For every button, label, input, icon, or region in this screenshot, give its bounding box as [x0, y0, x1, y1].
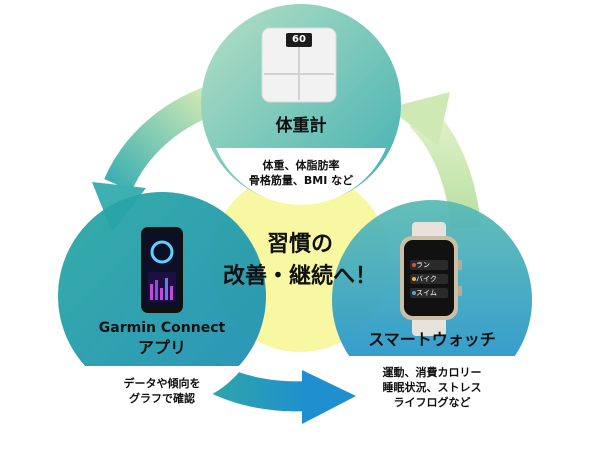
scale-device-image	[261, 27, 337, 103]
watch-desc-line2: 睡眠状況、ストレス	[382, 381, 482, 394]
scale-title: 体重計	[275, 116, 327, 136]
app-desc-line1: データや傾向を	[123, 377, 201, 390]
app-caption-panel	[80, 366, 244, 408]
watch-desc-line3: ライフログなど	[393, 396, 471, 409]
watch-menu-item-bike: バイク	[416, 275, 437, 283]
watch-desc-line1: 運動、消費カロリー	[382, 366, 482, 379]
scale-caption-panel	[216, 148, 386, 205]
scale-desc-line1: 体重、体脂肪率	[262, 159, 340, 172]
scale-display-value: 60	[292, 34, 306, 45]
center-text-line2: 改善・継続へ！	[222, 264, 377, 289]
app-title-line1: Garmin Connect	[98, 320, 226, 336]
scale-node	[201, 4, 401, 205]
scale-desc-line2: 骨格筋量、BMI など	[248, 174, 354, 187]
phone-image	[141, 227, 183, 313]
watch-caption-panel	[344, 356, 520, 409]
watch-title: スマートウォッチ	[368, 330, 496, 349]
watch-image	[400, 222, 462, 336]
app-desc-line2: グラフで確認	[129, 392, 195, 405]
watch-node	[332, 200, 532, 409]
app-title-line2: アプリ	[137, 338, 186, 357]
watch-menu-item-run: ラン	[416, 261, 430, 269]
app-node	[58, 192, 266, 408]
center-text-line1: 習慣の	[266, 232, 333, 257]
watch-menu-item-swim: スイム	[416, 289, 437, 297]
